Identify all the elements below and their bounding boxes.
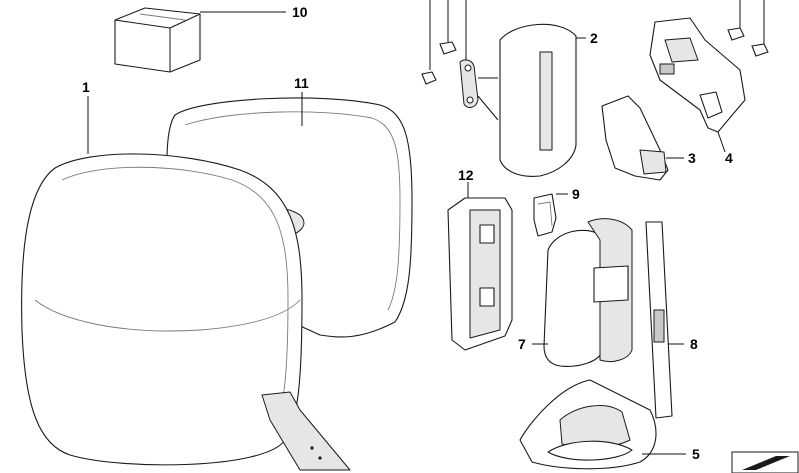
part-4-bracket [649, 0, 769, 153]
callout-11: 11 [294, 75, 309, 91]
part-12-side-panel [447, 182, 513, 351]
callout-7: 7 [518, 336, 526, 352]
callout-2: 2 [590, 30, 598, 46]
callout-1: 1 [82, 79, 90, 95]
callout-3: 3 [688, 150, 696, 166]
callout-8: 8 [690, 336, 698, 352]
part-10-box [114, 7, 201, 73]
callout-10: 10 [292, 4, 308, 20]
part-3-trim [601, 95, 684, 181]
part-9-clip [533, 193, 568, 237]
part-7-guide-sleeve [532, 218, 633, 367]
part-2-guide-cover [499, 23, 586, 177]
part-screws-bracket [421, 0, 499, 121]
callout-5: 5 [692, 446, 700, 462]
part-5-base [519, 379, 686, 470]
part-1-headrest [21, 153, 351, 471]
callout-12: 12 [458, 167, 474, 183]
part-8-strip [645, 221, 684, 419]
callout-9: 9 [572, 186, 580, 202]
callout-4: 4 [725, 150, 733, 166]
direction-arrow-icon [731, 451, 799, 473]
